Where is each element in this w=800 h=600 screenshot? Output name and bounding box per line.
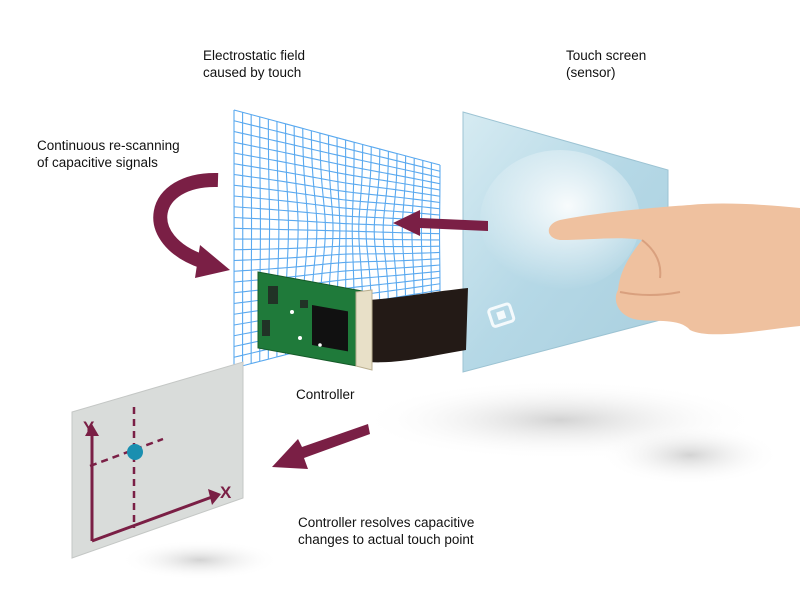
rescanning-label: Continuous re-scanning of capacitive sig… [37, 137, 180, 171]
touch-point [127, 444, 143, 460]
field-grid-line [234, 237, 440, 241]
x-axis-label: X [220, 483, 232, 502]
resolves-label-line2: changes to actual touch point [298, 532, 474, 547]
electrostatic-field-label-line2: caused by touch [203, 65, 302, 80]
rescanning-label-line2: of capacitive signals [37, 155, 158, 170]
screen-to-field-arrow [393, 210, 488, 236]
rescanning-arrow [153, 172, 230, 278]
resolves-label-line1: Controller resolves capacitive [298, 515, 475, 530]
hand [548, 203, 800, 335]
resolves-label: Controller resolves capacitive changes t… [298, 514, 474, 548]
ribbon-cable [368, 288, 468, 363]
controller-label: Controller [296, 387, 355, 402]
controller-to-plane-arrow [272, 424, 370, 469]
connector [355, 289, 373, 371]
field-grid-line [411, 158, 415, 322]
crosshair [89, 407, 164, 528]
field-grid-line [234, 245, 440, 251]
touch-screen-label-line1: Touch screen [566, 48, 647, 63]
controller-board [257, 271, 373, 371]
field-grid-line [420, 160, 424, 320]
y-axis-label: Y [83, 418, 95, 437]
electrostatic-field-label: Electrostatic field caused by touch [203, 47, 305, 81]
field-grid-line [430, 162, 432, 318]
touch-screen-label-line2: (sensor) [566, 65, 616, 80]
field-grid-line [234, 251, 440, 262]
xy-axes [85, 424, 221, 543]
plane-shadow [120, 540, 280, 580]
touch-screen-label: Touch screen (sensor) [566, 47, 646, 81]
hand-shadow [600, 425, 780, 485]
field-grid-line [234, 258, 440, 272]
screen-logo-icon [487, 302, 516, 328]
result-plane [71, 361, 244, 559]
field-grid-line [233, 184, 440, 210]
electrostatic-field-label-line1: Electrostatic field [203, 48, 306, 63]
rescanning-label-line1: Continuous re-scanning [37, 138, 180, 153]
